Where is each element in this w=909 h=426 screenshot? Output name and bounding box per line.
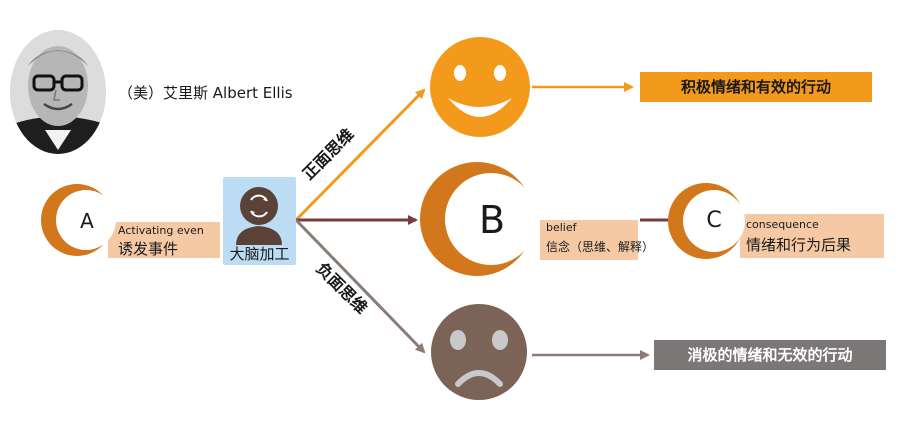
sad-face-icon	[431, 304, 527, 400]
portrait-caption: （美）艾里斯 Albert Ellis	[118, 84, 293, 102]
node-a-letter: A	[80, 209, 94, 233]
node-b-chinese-label: 信念（思维、解释）	[546, 240, 655, 254]
node-c-circle	[668, 183, 745, 259]
node-b-circle	[420, 162, 537, 276]
albert-ellis-portrait	[10, 30, 106, 154]
node-b-label-bg	[540, 220, 638, 260]
node-c-letter: C	[706, 208, 722, 233]
arrow-negative-path	[294, 218, 426, 354]
node-c-chinese-label: 情绪和行为后果	[746, 236, 852, 254]
smiley-face-icon	[430, 37, 530, 137]
node-c-english-label: consequence	[746, 218, 819, 231]
arrow-positive-path	[294, 88, 426, 222]
negative-outcome-box: 消极的情绪和无效的行动	[654, 340, 886, 370]
brain-processing-icon	[223, 177, 296, 265]
node-b-english-label: belief	[546, 221, 577, 234]
node-b-letter: B	[478, 198, 506, 242]
node-c-label-bg	[740, 214, 884, 258]
positive-outcome-box: 积极情绪和有效的行动	[640, 72, 872, 102]
node-a-circle	[41, 184, 116, 256]
node-a-english-label: Activating even	[118, 224, 204, 237]
positive-path-label: 正面思维	[299, 125, 358, 184]
node-a-chinese-label: 诱发事件	[118, 240, 179, 258]
node-a-label-bg	[108, 222, 220, 258]
brain-label: 大脑加工	[229, 245, 290, 263]
